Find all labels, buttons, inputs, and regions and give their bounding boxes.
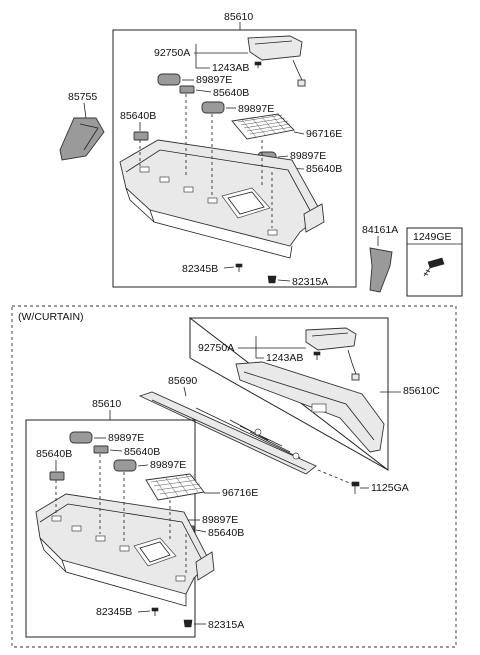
label-inner-cap1: 89897E xyxy=(108,432,144,444)
inner-package-tray xyxy=(35,493,215,607)
leader-top-cap3 xyxy=(277,155,289,158)
fastener-box xyxy=(406,227,463,297)
label-curtain-screw: 1243AB xyxy=(266,352,303,364)
label-curtain-light: 92750A xyxy=(198,342,234,354)
leader-top-bracket xyxy=(195,44,210,69)
leader-inner-bolt xyxy=(137,610,151,613)
label-side-trim: 85755 xyxy=(68,91,97,103)
label-box-fastener: 1249GE xyxy=(413,231,452,243)
top-stop-light xyxy=(247,35,306,87)
dash-curtain-bolt xyxy=(317,469,353,485)
top-clip-left xyxy=(133,131,149,141)
leader-inner-clip3 xyxy=(195,529,207,533)
top-clip-bottom xyxy=(267,275,277,284)
curtain-bolt xyxy=(351,481,360,494)
top-cap-2 xyxy=(201,101,225,114)
side-cover xyxy=(369,247,393,293)
leader-inner-clip1 xyxy=(109,449,123,452)
leader-curtain-blind xyxy=(183,386,187,397)
curtain-shelf-cover xyxy=(235,361,385,453)
label-inner-assembly: 85610 xyxy=(92,398,121,410)
label-inner-bolt: 82345B xyxy=(96,606,132,618)
label-top-clip1: 85640B xyxy=(213,87,249,99)
label-curtain-blind: 85690 xyxy=(168,375,197,387)
top-assembly-frame xyxy=(112,29,357,288)
label-top-bolt: 82345B xyxy=(182,263,218,275)
inner-clip-left xyxy=(49,471,65,481)
side-trim xyxy=(59,117,105,161)
curtain-stop-light xyxy=(305,327,360,381)
label-top-cap3: 89897E xyxy=(290,150,326,162)
label-inner-clip1: 85640B xyxy=(124,446,160,458)
label-top-assembly: 85610 xyxy=(224,11,253,23)
label-curtain-shelf-cover: 85610C xyxy=(403,385,440,397)
label-top-cap2: 89897E xyxy=(238,103,274,115)
leader-top-clip-bottom xyxy=(277,279,291,282)
curtain-rear-blind xyxy=(138,391,317,475)
box-fastener-part xyxy=(423,257,445,277)
leader-side-trim xyxy=(83,102,87,119)
label-inner-clip3: 85640B xyxy=(208,527,244,539)
label-top-screw: 1243AB xyxy=(212,62,249,74)
top-package-tray xyxy=(119,139,325,259)
top-screw xyxy=(254,61,262,68)
label-top-grille: 96716E xyxy=(306,128,342,140)
leader-top-bolt xyxy=(223,266,235,269)
label-inner-clip-left: 85640B xyxy=(36,448,72,460)
label-top-light: 92750A xyxy=(154,47,190,59)
label-inner-cap3: 89897E xyxy=(202,514,238,526)
curtain-cover-frame-diag xyxy=(189,357,389,471)
leader-inner-cap2 xyxy=(137,464,149,467)
label-curtain-section: (W/CURTAIN) xyxy=(18,311,84,323)
inner-cap-1 xyxy=(69,431,93,444)
label-side-cover: 84161A xyxy=(362,224,398,236)
label-top-clip3: 85640B xyxy=(306,163,342,175)
label-inner-cap2: 89897E xyxy=(150,459,186,471)
inner-speaker-grille xyxy=(145,473,205,501)
label-inner-grille: 96716E xyxy=(222,487,258,499)
inner-assembly-frame xyxy=(25,419,196,638)
label-top-cap1: 89897E xyxy=(196,74,232,86)
top-cap-1 xyxy=(157,73,181,86)
curtain-section-frame xyxy=(11,305,457,648)
inner-clip-bottom xyxy=(183,619,193,628)
label-top-clip-bottom: 82315A xyxy=(292,276,328,288)
top-bolt xyxy=(235,263,243,272)
label-inner-clip-bottom: 82315A xyxy=(208,619,244,631)
inner-bolt xyxy=(151,607,159,616)
leader-top-clip1 xyxy=(195,89,212,93)
top-clip-1 xyxy=(179,85,195,94)
top-speaker-grille xyxy=(231,113,295,140)
label-curtain-bolt: 1125GA xyxy=(371,482,409,494)
leader-curtain-bracket xyxy=(255,336,264,359)
leader-top-grille xyxy=(293,131,305,135)
curtain-screw xyxy=(313,351,321,360)
inner-cap-2 xyxy=(113,459,137,472)
inner-clip-1 xyxy=(93,445,109,454)
label-top-clip-left: 85640B xyxy=(120,110,156,122)
